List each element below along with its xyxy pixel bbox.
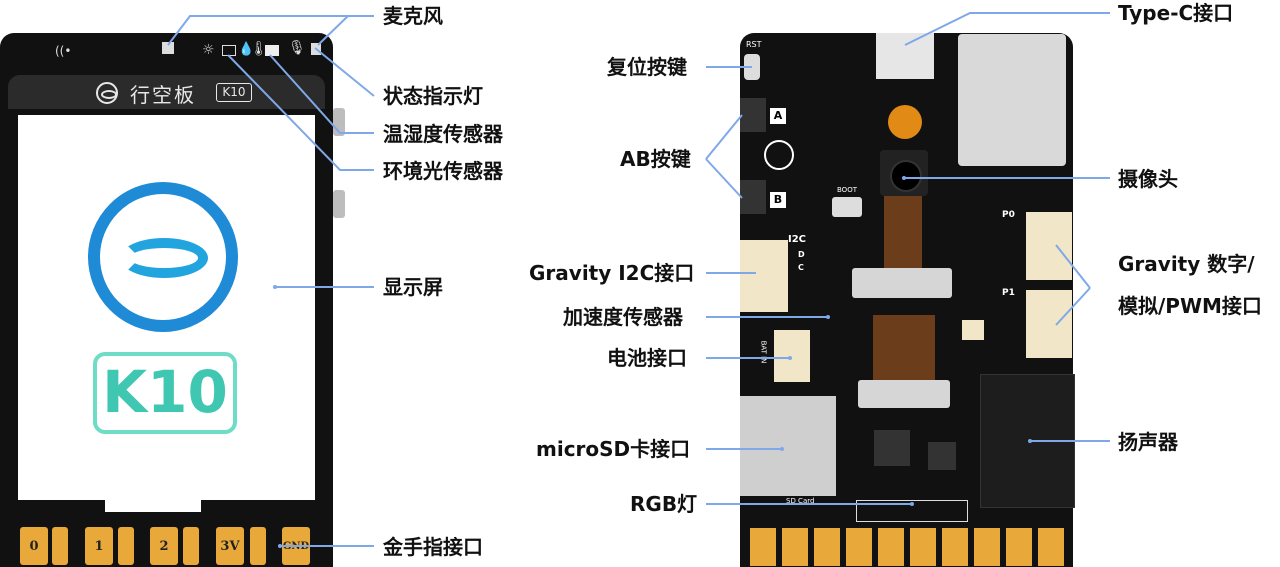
label-accelerometer: 加速度传感器 [563, 305, 683, 329]
orange-led [888, 105, 922, 139]
i2c-label: I2C [788, 234, 807, 245]
label-reset: 复位按键 [607, 55, 687, 79]
back-gold-fingers [750, 528, 1070, 566]
label-gravity-digital-2: 模拟/PWM接口 [1118, 294, 1262, 318]
side-button-bottom [333, 190, 345, 218]
pin-2: 2 [150, 527, 178, 565]
button-a-label: A [770, 108, 786, 124]
label-i2c: Gravity I2C接口 [529, 261, 695, 285]
leader-ab-b [705, 158, 743, 199]
boot-button [832, 197, 862, 217]
microsd-slot [740, 396, 836, 496]
label-typec: Type-C接口 [1118, 1, 1234, 25]
label-camera: 摄像头 [1118, 167, 1178, 191]
battery-connector [774, 330, 810, 382]
pin-1: 1 [85, 527, 113, 565]
label-battery: 电池接口 [607, 346, 687, 370]
temp-sensor-chip [265, 45, 279, 56]
pin-3v: 3V [216, 527, 244, 565]
boot-label: BOOT [837, 186, 857, 194]
brand-logo-icon [96, 82, 118, 104]
screen-notch [105, 500, 201, 512]
k10-logo-ring [88, 182, 238, 332]
i2c-connector [740, 240, 788, 312]
brand-bar: 行空板 K10 [8, 75, 325, 109]
button-b-label: B [770, 192, 786, 208]
label-microsd: microSD卡接口 [536, 437, 691, 461]
gravity-p0-connector [1026, 212, 1072, 280]
k10-logo-inner [120, 238, 208, 278]
brand-model: K10 [216, 83, 252, 102]
mic-hole [162, 42, 174, 54]
chip-secondary [928, 442, 956, 470]
mic-port [311, 43, 321, 55]
side-button-top [333, 108, 345, 136]
pad-small [118, 527, 134, 565]
typec-port [876, 33, 934, 79]
p1-label: P1 [1002, 288, 1015, 298]
sd-card-label: SD Card [786, 497, 815, 505]
i2c-pin-d: D [798, 250, 805, 259]
speaker-connector [962, 320, 984, 340]
sun-icon: ☼ [202, 42, 215, 58]
battery-label: BAT IN [759, 340, 768, 364]
button-a [740, 98, 766, 132]
speaker [980, 374, 1075, 508]
back-logo-icon [764, 140, 794, 170]
microphone-icon: 🎙 [288, 40, 306, 56]
label-speaker: 扬声器 [1118, 430, 1178, 454]
label-temp-humidity: 温湿度传感器 [383, 122, 503, 146]
rgb-led-bar [856, 500, 968, 522]
leader-ab-a [705, 114, 743, 160]
k10-logo-badge: K10 [93, 352, 237, 434]
camera-lens [890, 160, 922, 192]
p0-label: P0 [1002, 210, 1015, 220]
label-mic: 麦克风 [383, 4, 443, 28]
camera-flex-cable [884, 196, 922, 268]
i2c-pin-c: C [798, 263, 804, 272]
screen-flex-cable [873, 315, 935, 385]
label-ab-buttons: AB按键 [620, 147, 691, 171]
camera-connector [852, 268, 952, 298]
label-display: 显示屏 [383, 275, 443, 299]
label-gold-finger: 金手指接口 [383, 535, 483, 559]
label-light-sensor: 环境光传感器 [383, 159, 503, 183]
pad-small [183, 527, 199, 565]
screen-connector [858, 380, 950, 408]
status-led-icon [222, 45, 236, 56]
reset-button [744, 54, 760, 80]
droplet-icon: 💧 [238, 42, 255, 57]
pin-gnd: GND [282, 527, 310, 565]
brand-name: 行空板 [130, 83, 196, 107]
label-gravity-digital-1: Gravity 数字/ [1118, 252, 1255, 276]
gravity-p1-connector [1026, 290, 1072, 358]
chip-main [874, 430, 910, 466]
label-rgb: RGB灯 [630, 492, 698, 516]
label-status-led: 状态指示灯 [383, 84, 483, 108]
front-sensor-strip [0, 33, 333, 75]
pad-small [250, 527, 266, 565]
reset-label: RST [746, 40, 762, 49]
wifi-module [958, 34, 1066, 166]
button-b [740, 180, 766, 214]
pad-small [52, 527, 68, 565]
wifi-icon: ((• [55, 44, 72, 58]
pin-0: 0 [20, 527, 48, 565]
